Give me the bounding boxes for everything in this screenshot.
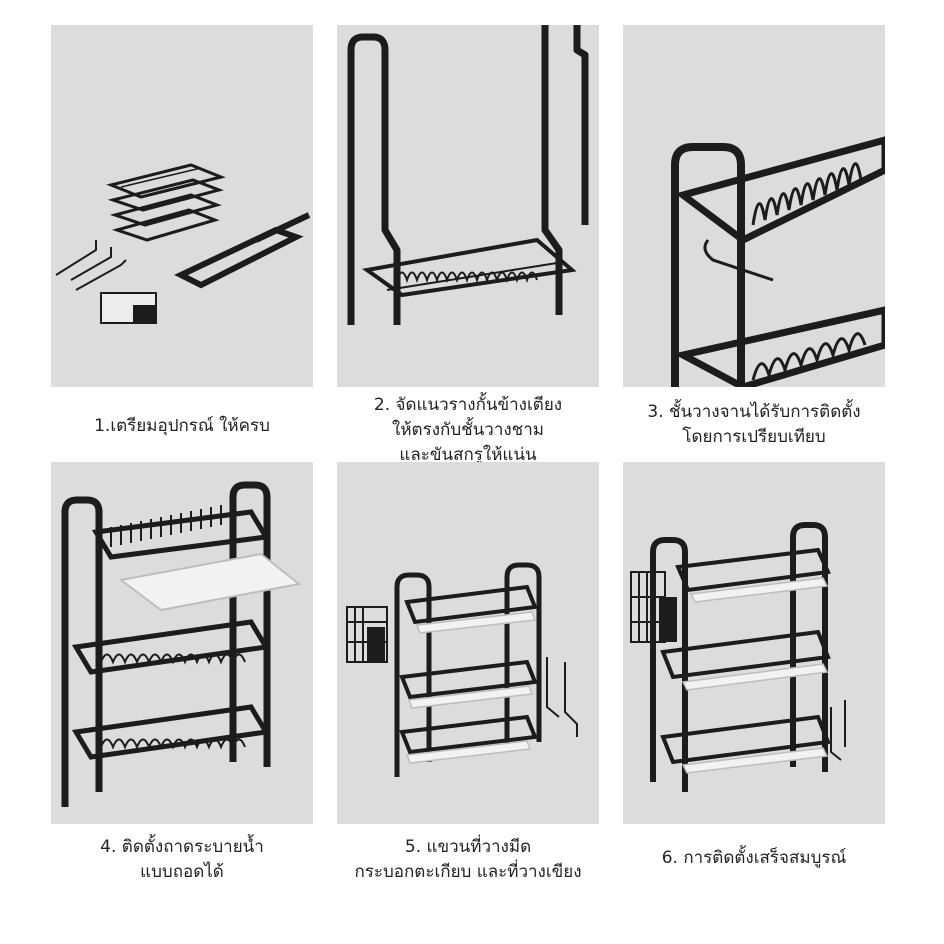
step-5-image bbox=[337, 462, 599, 824]
accessories-illustration bbox=[346, 562, 578, 777]
caption-line: และขันสกรูให้แน่น bbox=[399, 445, 537, 465]
drain-tray-illustration bbox=[61, 481, 302, 807]
step-4-image bbox=[51, 462, 313, 824]
caption-line: 4. ติดตั้งถาดระบายน้ำ bbox=[100, 837, 264, 857]
caption-line: 3. ชั้นวางจานได้รับการติดตั้ง bbox=[647, 402, 861, 422]
caption-line: ให้ตรงกับชั้นวางชาม bbox=[392, 420, 544, 440]
step-3-caption: 3. ชั้นวางจานได้รับการติดตั้ง โดยการเปรี… bbox=[604, 400, 904, 450]
caption-line: 2. จัดแนวรางกั้นข้างเตียง bbox=[373, 395, 563, 415]
step-2-image bbox=[337, 25, 599, 387]
parts-illustration bbox=[55, 163, 311, 324]
caption-line: โดยการเปรียบเทียบ bbox=[682, 427, 826, 447]
caption-line: 5. แขวนที่วางมีด bbox=[404, 837, 532, 857]
dish-rack-closeup-illustration bbox=[671, 136, 885, 387]
step-6-caption: 6. การติดตั้งเสร็จสมบูรณ์ bbox=[604, 846, 904, 871]
step-3-image bbox=[623, 25, 885, 387]
step-4-caption: 4. ติดตั้งถาดระบายน้ำ แบบถอดได้ bbox=[32, 835, 332, 885]
step-2-caption: 2. จัดแนวรางกั้นข้างเตียง ให้ตรงกับชั้นว… bbox=[318, 393, 618, 468]
step-1-caption: 1.เตรียมอุปกรณ์ ให้ครบ bbox=[32, 414, 332, 439]
caption-line: 6. การติดตั้งเสร็จสมบูรณ์ bbox=[661, 848, 847, 868]
step-6-image bbox=[623, 462, 885, 824]
caption-line: แบบถอดได้ bbox=[140, 862, 224, 882]
step-5-caption: 5. แขวนที่วางมีด กระบอกตะเกียบ และที่วาง… bbox=[318, 835, 618, 885]
step-1-image bbox=[51, 25, 313, 387]
caption-line: กระบอกตะเกียบ และที่วางเขียง bbox=[354, 862, 582, 882]
side-frames-illustration bbox=[347, 25, 589, 325]
caption-line: 1.เตรียมอุปกรณ์ ให้ครบ bbox=[94, 416, 270, 436]
completed-rack-illustration bbox=[630, 522, 846, 792]
